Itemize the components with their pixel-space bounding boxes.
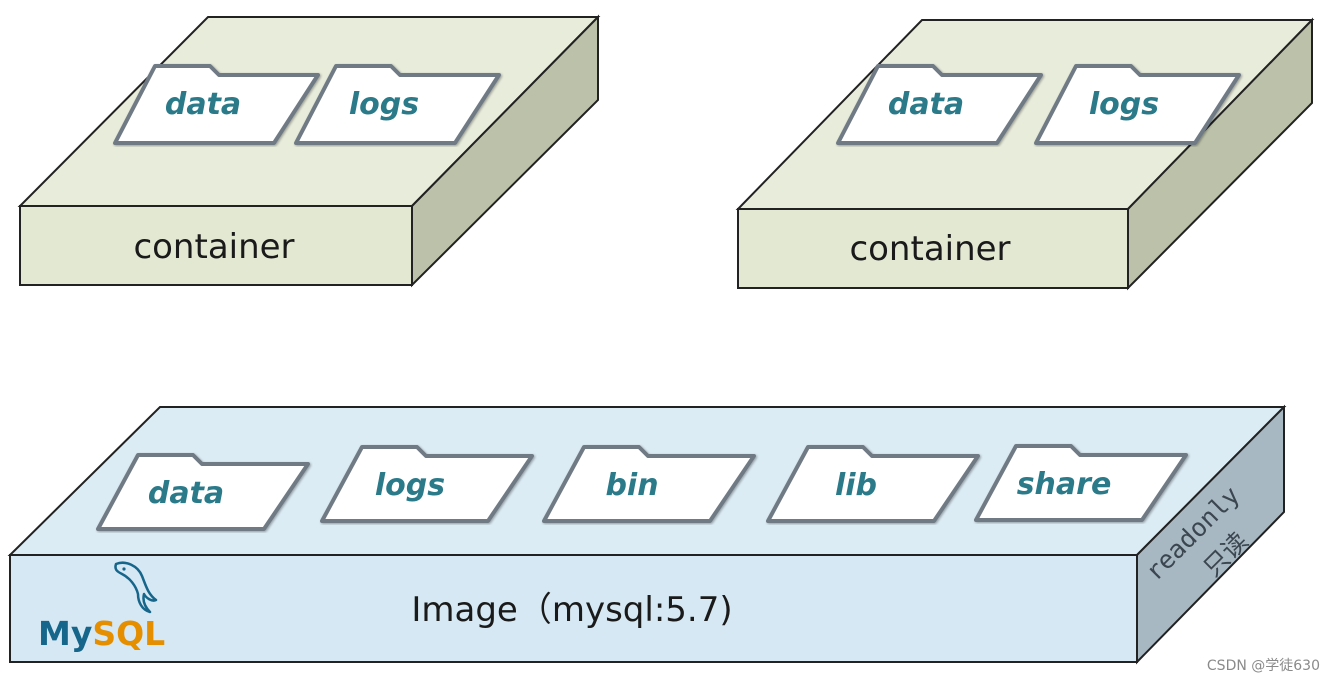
folder-label: logs	[375, 468, 445, 503]
container-1-folders: data logs	[113, 64, 501, 145]
folder-icon: bin	[542, 445, 756, 523]
container-2-folders: data logs	[836, 64, 1241, 145]
container-1-label: container	[133, 227, 294, 267]
container-box-2: container data logs	[735, 17, 1315, 291]
folder-label: bin	[605, 468, 658, 503]
folder-label: logs	[349, 87, 419, 122]
folder-icon: data	[96, 453, 310, 531]
image-label: Image（mysql:5.7)	[411, 590, 732, 630]
container-1-side	[411, 14, 599, 288]
folder-icon: logs	[320, 445, 534, 523]
folder-icon: lib	[766, 445, 980, 523]
folder-label: data	[888, 87, 964, 122]
image-box: data logs bin lib share Image（mysql:5.7)	[7, 404, 1287, 665]
folder-label: lib	[835, 468, 877, 503]
mysql-logo: MySQL	[38, 561, 165, 653]
image-folders: data logs bin lib share	[96, 444, 1188, 531]
folder-icon: logs	[294, 64, 501, 145]
container-box-1: container data logs	[17, 14, 601, 288]
csdn-watermark: CSDN @学徒630	[1206, 658, 1320, 674]
mysql-logo-text: MySQL	[38, 614, 165, 653]
container-2-label: container	[849, 229, 1010, 269]
image-side	[1136, 404, 1285, 665]
folder-icon: data	[836, 64, 1043, 145]
mysql-logo-my: My	[38, 614, 92, 653]
mysql-dolphin-icon	[114, 561, 158, 614]
folder-icon: data	[113, 64, 320, 145]
mysql-logo-sql: SQL	[92, 614, 165, 653]
folder-icon: logs	[1034, 64, 1241, 145]
folder-icon: share	[974, 444, 1188, 522]
folder-label: data	[165, 87, 241, 122]
folder-label: share	[1017, 467, 1112, 502]
folder-label: data	[148, 476, 224, 511]
container-2-side	[1127, 17, 1313, 291]
folder-label: logs	[1089, 87, 1159, 122]
